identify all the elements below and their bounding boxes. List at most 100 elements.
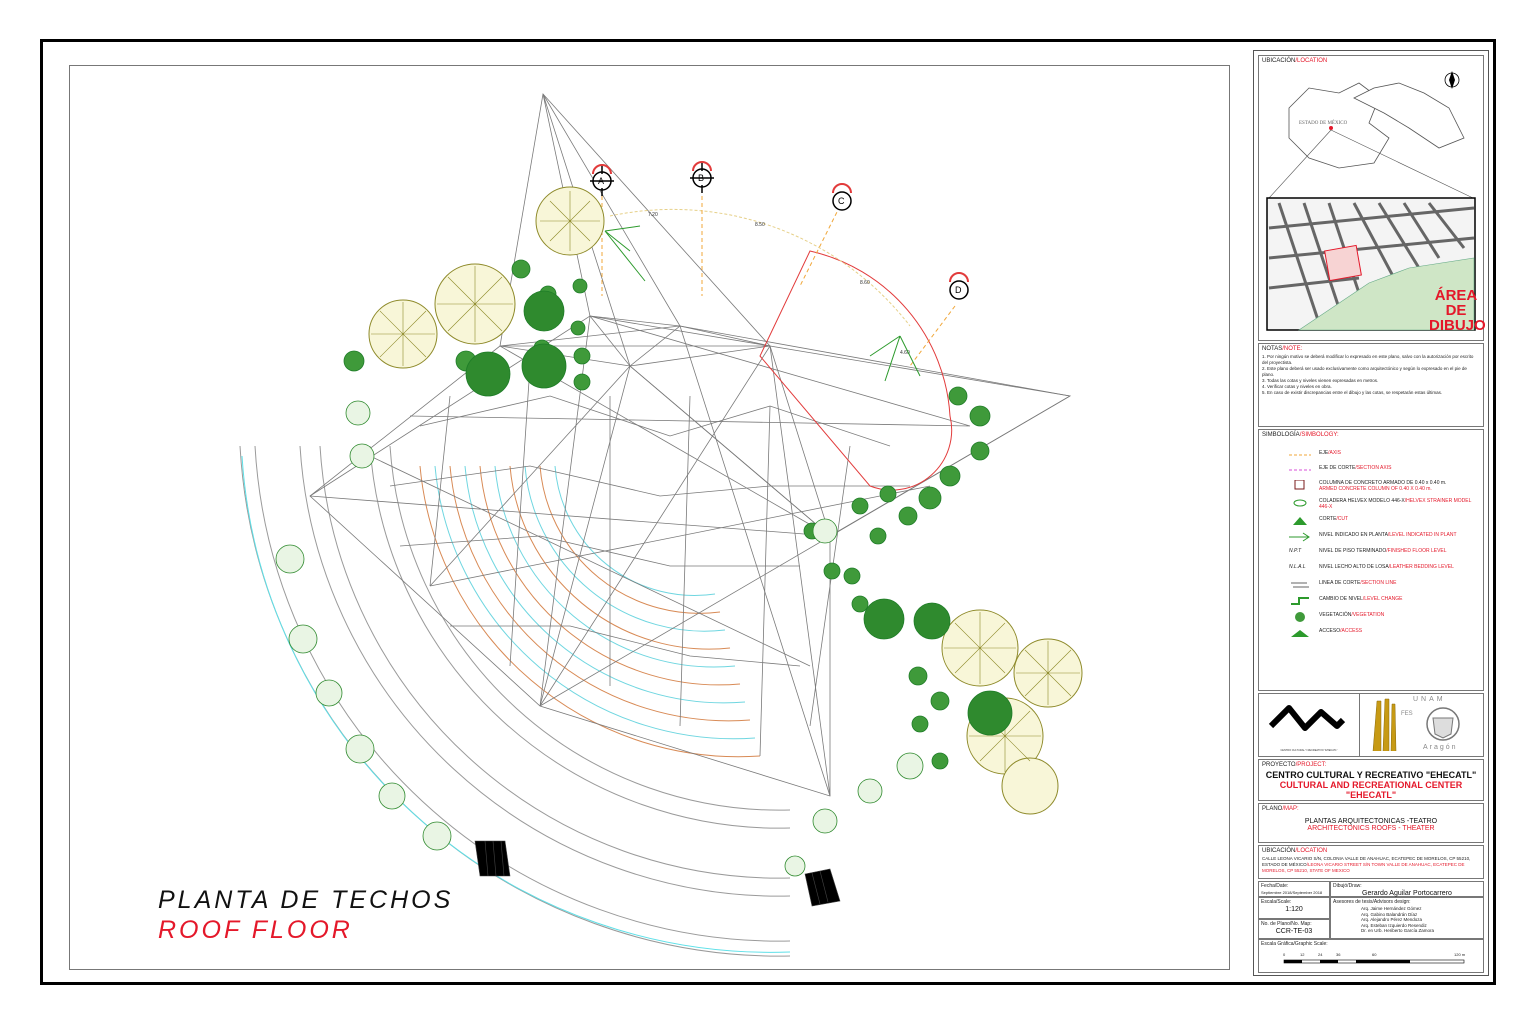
dimension-label: 7.20 xyxy=(648,212,658,218)
unam-shield-icon xyxy=(1426,707,1460,741)
legend-es: ACCESO xyxy=(1319,628,1341,634)
legend-text: CAMBIO DE NIVEL/LEVEL CHANGE xyxy=(1319,596,1479,602)
site-marker xyxy=(1329,126,1333,130)
project-label-en: /PROJECT: xyxy=(1295,762,1327,768)
note-item: 3. Todas las cotas y niveles vienen expr… xyxy=(1262,378,1379,383)
legend-en: /SECTION AXIS xyxy=(1355,465,1392,471)
project-site xyxy=(1324,244,1362,282)
vegetation-icon xyxy=(1295,612,1305,622)
legend-es: NIVEL DE PISO TERMINADO xyxy=(1319,548,1387,554)
note-item: 1. Por ningún motivo se deberá modificar… xyxy=(1262,354,1474,365)
notes-label-en: /NOTE: xyxy=(1282,346,1303,352)
scale-cell: Escala/Scale: 1:120 xyxy=(1258,897,1330,919)
advisor-name: Arq. Gabino Balandrán Díaz xyxy=(1361,911,1418,917)
legend-es: NIVEL LECHO ALTO DE LOSA xyxy=(1319,564,1389,570)
location-maps: ESTADO DE MÉXICO xyxy=(1266,71,1476,331)
address-heading: UBICACIÓN/LOCATION xyxy=(1259,846,1483,856)
notes-heading: NOTAS/NOTE: xyxy=(1259,344,1483,354)
legend-en: /LEVEL INDICATED IN PLANT xyxy=(1387,532,1457,538)
date-label: Fecha/Date: xyxy=(1261,883,1289,889)
drawing-sheet: A B C D xyxy=(40,39,1496,985)
roof-structure-mesh xyxy=(309,93,1072,797)
plan-number-value: CCR-TE-03 xyxy=(1275,928,1313,935)
column-icon xyxy=(1294,480,1305,490)
notes-label-es: NOTAS xyxy=(1262,346,1283,352)
date-cell: Fecha/Date: Septiembre 2018/September 20… xyxy=(1258,881,1330,897)
legend-es: VEGETACIÓN xyxy=(1319,612,1352,618)
location-heading: UBICACIÓN/LOCATION xyxy=(1259,56,1483,66)
section-axis-icon xyxy=(1289,469,1311,471)
plan-heading: PLANO/MAP: xyxy=(1259,804,1483,814)
park-area xyxy=(1298,257,1475,331)
drawing-subtitle: ROOF FLOOR xyxy=(158,916,353,944)
vegetation-large-trees xyxy=(368,186,1083,815)
advisors-label: Asesores de tesis/Advisors design: xyxy=(1333,899,1411,905)
scale-tick: 36 xyxy=(1336,952,1341,957)
legend-en: /FINISHED FLOOR LEVEL xyxy=(1386,548,1447,554)
scale-value: 1:120 xyxy=(1285,906,1303,913)
legend-section-line: LINEA DE CORTE/SECTION LINE xyxy=(1259,578,1485,592)
legend-en: /ACCESS xyxy=(1340,628,1363,634)
legend-heading: SIMBOLOGÍA/SIMBOLOGY: xyxy=(1259,430,1483,440)
legend-label-es: SIMBOLOGÍA xyxy=(1262,432,1300,438)
address-en: /LEONA VICARIO STREET S/N TOWN VALLE DE … xyxy=(1262,862,1465,873)
note-item: 4. Verificar cotas y niveles en obra. xyxy=(1262,384,1332,389)
seating-rows xyxy=(419,465,761,758)
plan-name-en: ARCHITECTONICS ROOFS - THEATER xyxy=(1307,825,1435,832)
roof-plan-drawing: A B C D xyxy=(239,93,1083,957)
note-item: 2. Este plano deberá ser usado exclusiva… xyxy=(1262,366,1467,377)
dimension-label: 8.60 xyxy=(860,280,870,286)
legend-en: ARMED CONCRETE COLUMN OF 0.40 X 0.40 m. xyxy=(1319,486,1432,492)
legend-label-en: /SIMBOLOGY: xyxy=(1299,432,1339,438)
scale-tick: 0 xyxy=(1283,952,1286,957)
legend-text: EJE/AXIS xyxy=(1319,450,1479,456)
note-item: 5. En caso de existir discrepancias entr… xyxy=(1262,390,1443,395)
stage-outline xyxy=(759,250,953,491)
country-map xyxy=(1353,82,1465,149)
scale-tick: 12 xyxy=(1300,952,1305,957)
address-text: CALLE LEONA VICARIO S/N, COLONIA VALLE D… xyxy=(1259,856,1483,874)
level-arrows xyxy=(604,225,921,382)
legend-en: /HELVEX STRAINER MODEL 446-X xyxy=(1319,498,1472,510)
section-markers: A B C D xyxy=(590,161,969,300)
legend-text: VEGETACIÓN/VEGETATION xyxy=(1319,612,1479,618)
location-label-en: /LOCATION xyxy=(1295,58,1328,64)
section-marker-a: A xyxy=(590,164,614,196)
project-heading: PROYECTO/PROJECT: xyxy=(1259,760,1483,770)
legend-es: COLUMNA DE CONCRETO ARMADO DE 0.40 x 0.4… xyxy=(1319,480,1447,486)
legend-es: CORTE xyxy=(1319,516,1337,522)
scale-label: Escala/Scale: xyxy=(1261,899,1292,905)
legend-vegetation: VEGETACIÓN/VEGETATION xyxy=(1259,610,1485,624)
vegetation-shrubs xyxy=(275,259,1013,877)
plan-number-cell: No. de Plano/No. Map: CCR-TE-03 xyxy=(1258,919,1330,939)
dimension-labels: 7.20 8.50 8.60 4.60 xyxy=(648,212,910,356)
legend-en: /AXIS xyxy=(1328,450,1341,456)
area-label: ÁREA DE DIBUJO xyxy=(1429,287,1486,334)
axis-line-icon xyxy=(1289,454,1311,456)
drawing-area: A B C D xyxy=(69,65,1230,970)
plan-panel: PLANO/MAP: PLANTAS ARQUITECTONICAS -TEAT… xyxy=(1258,803,1484,843)
ehecatl-logo: CENTRO CULTURAL Y RECREATIVO "EHECATL" xyxy=(1259,694,1360,756)
project-panel: PROYECTO/PROJECT: CENTRO CULTURAL Y RECR… xyxy=(1258,759,1484,801)
state-label: ESTADO DE MÉXICO xyxy=(1299,120,1348,126)
cyan-edge xyxy=(241,455,791,953)
address-label-en: /LOCATION xyxy=(1295,848,1328,854)
level-change-icon xyxy=(1291,597,1309,605)
legend-cut: CORTE/CUT xyxy=(1259,514,1485,528)
plan-name: PLANTAS ARQUITECTONICAS -TEATRO xyxy=(1304,818,1438,825)
address-es: CALLE LEONA VICARIO S/N, COLONIA VALLE D… xyxy=(1262,856,1471,867)
title-block: UBICACIÓN/LOCATION ESTADO DE MÉXICO ÁREA… xyxy=(1253,50,1489,976)
draw-label: Dibujó/Draw: xyxy=(1333,883,1362,889)
legend-text: EJE DE CORTE/SECTION AXIS xyxy=(1319,465,1479,471)
legend-level-change: CAMBIO DE NIVEL/LEVEL CHANGE xyxy=(1259,594,1485,608)
plan-label-en: /MAP: xyxy=(1282,806,1299,812)
arc-walkways xyxy=(239,445,791,957)
legend-text: LINEA DE CORTE/SECTION LINE xyxy=(1319,580,1479,586)
legend-es: EJE DE CORTE xyxy=(1319,465,1356,471)
access-icon xyxy=(1291,630,1309,637)
legend-text: COLADERA HELVEX MODELO 446-X/HELVEX STRA… xyxy=(1319,498,1479,510)
notes-panel: NOTAS/NOTE: 1. Por ningún motivo se debe… xyxy=(1258,343,1484,427)
legend-panel: SIMBOLOGÍA/SIMBOLOGY: EJE/AXIS EJE DE CO… xyxy=(1258,429,1484,691)
project-name-en: CULTURAL AND RECREATIONAL CENTER "EHECAT… xyxy=(1279,780,1463,800)
